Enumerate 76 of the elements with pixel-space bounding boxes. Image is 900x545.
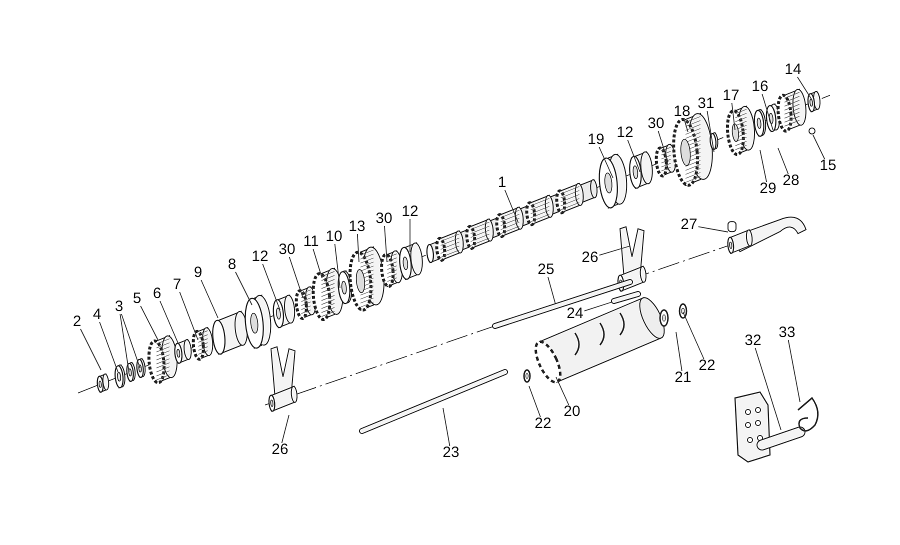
callout-number: 26 [272,442,288,458]
leader-line [556,376,570,406]
leader-line [627,140,640,172]
callout-number: 15 [820,158,836,174]
callout-number: 13 [348,219,366,235]
leader-line [140,306,158,340]
leader-line [200,280,218,318]
callout-number: 12 [402,204,418,220]
leader-line [778,148,789,174]
callout-number: 3 [114,299,124,315]
callout-number: 30 [648,116,664,132]
leader-line [235,272,252,306]
leader-line [80,328,102,370]
callout-number: 8 [228,257,236,273]
callout-number: 14 [784,62,802,78]
callout-number: 7 [172,277,182,293]
leader-line [262,264,280,310]
callout-number: 12 [616,125,634,141]
leader-line [760,150,768,182]
callout-number: 29 [760,181,776,197]
callout-number: 9 [194,265,202,281]
leader-line [788,340,800,402]
callout-number: 26 [582,250,598,266]
leader-line [676,332,682,372]
leader-line [812,134,826,160]
leader-line [706,110,714,152]
callout-number: 19 [588,132,604,148]
leader-line [682,312,704,360]
callout-number: 20 [564,404,580,420]
leader-line [99,322,118,372]
leader-line [120,314,140,368]
callout-number: 23 [442,445,460,461]
leader-line [754,348,782,430]
callout-number: 28 [782,173,800,189]
leader-line [598,246,630,256]
callout-number: 11 [303,234,319,250]
callout-number: 1 [498,175,506,191]
leader-line [528,386,541,418]
callout-number: 24 [566,306,584,322]
callout-number: 10 [326,229,342,245]
callout-number: 25 [538,262,554,278]
callout-number: 27 [680,217,698,233]
callout-number: 6 [152,286,162,302]
leader-line [684,118,688,132]
callout-number: 33 [778,325,796,341]
leader-line [731,102,736,130]
leader-line [384,226,388,262]
leader-line [288,256,304,298]
callout-number: 30 [376,211,392,227]
callout-number: 16 [752,79,768,95]
leader-line [762,94,774,130]
leader-line [120,314,130,372]
callout-number: 17 [722,88,740,104]
callout-number: 21 [674,370,692,386]
leader-line [334,244,340,288]
leader-line [356,234,360,262]
callout-number: 30 [278,242,296,258]
leader-line [698,226,728,232]
callout-number: 31 [698,96,714,112]
callout-number: 32 [744,333,762,349]
leader-line [312,248,322,278]
leader-line [504,190,518,222]
leader-line [796,76,812,100]
callout-number: 4 [92,307,102,323]
leader-line [584,302,612,312]
callout-number: 22 [534,416,552,432]
leader-line [658,130,668,162]
leader-line [160,300,178,344]
callout-number: 12 [252,249,268,265]
callout-number: 5 [132,291,142,307]
callout-number: 22 [698,358,716,374]
leader-line [179,292,198,340]
leader-line [442,408,450,446]
leader-line [281,414,290,444]
callout-number: 18 [674,104,690,120]
callout-number: 2 [72,314,82,330]
